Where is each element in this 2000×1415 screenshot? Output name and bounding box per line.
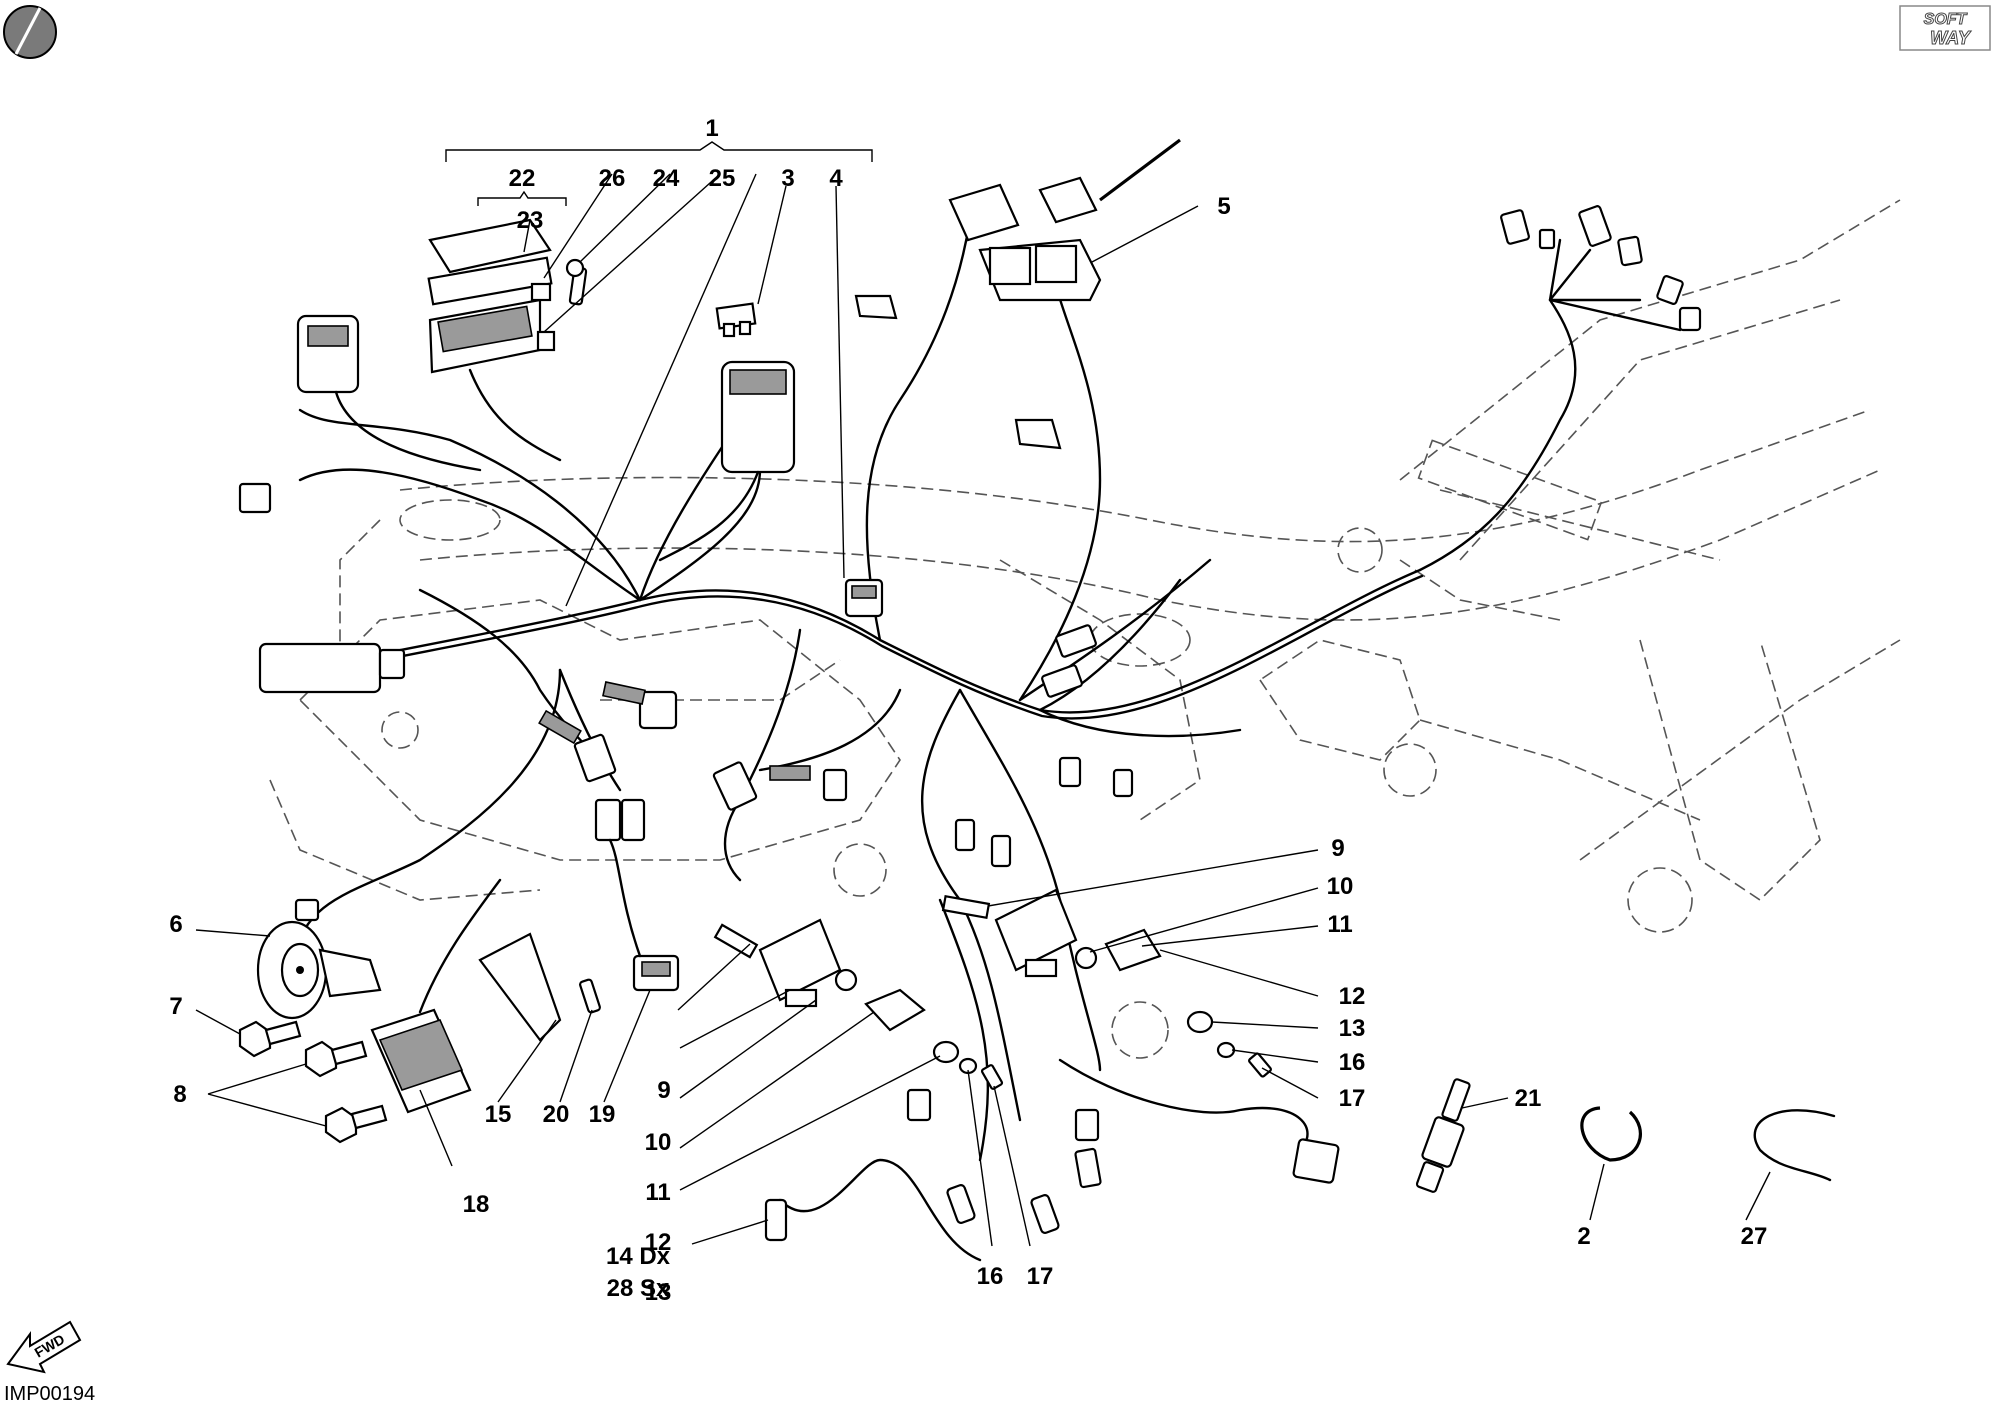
callout-23: 23 — [517, 207, 544, 234]
brand-logo: SOFT WAY — [1899, 5, 1991, 51]
callout-27: 27 — [1741, 1223, 1768, 1250]
screw — [565, 258, 588, 306]
spark-plug-lead — [764, 1184, 1060, 1242]
callout-7: 7 — [169, 993, 182, 1020]
connector-19 — [608, 838, 680, 992]
fuse-box — [427, 218, 562, 462]
callout-21: 21 — [1515, 1085, 1542, 1112]
callout-11-left: 11 — [645, 1179, 670, 1206]
callout-1: 1 — [705, 115, 718, 142]
cable-clamp — [1580, 1106, 1642, 1162]
group-bracket-1 — [445, 141, 873, 162]
cable-tie — [1753, 1109, 1836, 1182]
fuse-clip — [530, 282, 556, 352]
control-unit — [658, 360, 796, 562]
callout-15: 15 — [485, 1101, 512, 1128]
callout-8: 8 — [173, 1081, 186, 1108]
callout-11-right: 11 — [1327, 911, 1352, 938]
fuse — [715, 302, 757, 338]
coil-bracket-left — [864, 988, 926, 1032]
ignition-coil-right — [941, 888, 1098, 978]
callout-28-sx: 28 Sx — [607, 1275, 670, 1302]
spark-plug — [1415, 1078, 1471, 1193]
callout-12-left: 12 — [645, 1229, 672, 1256]
callout-5: 5 — [1217, 193, 1230, 220]
bottom-connectors — [906, 1088, 1340, 1189]
callout-16-right: 16 — [1339, 1049, 1366, 1076]
harness-connector — [844, 578, 884, 618]
callout-18: 18 — [463, 1191, 490, 1218]
terminal-pin — [579, 978, 601, 1014]
callout-17-right: 17 — [1339, 1085, 1366, 1112]
leader-lines — [195, 173, 1771, 1247]
callout-6: 6 — [169, 911, 182, 938]
forward-arrow-icon: FWD — [6, 1320, 82, 1374]
mounting-bracket — [854, 294, 1062, 450]
screw-7 — [238, 1020, 302, 1058]
brand-line1: SOFT — [1924, 11, 1968, 28]
callout-22: 22 — [509, 165, 536, 192]
group-bracket-22 — [477, 190, 567, 206]
regulator-bracket — [478, 932, 562, 1042]
coil-bracket-right — [1104, 928, 1162, 972]
callout-12-right: 12 — [1339, 983, 1366, 1010]
round-emblem-icon — [3, 5, 57, 59]
diagram-code: IMP00194 — [4, 1383, 95, 1405]
relay-left — [296, 314, 482, 472]
screw-8 — [304, 1040, 388, 1144]
callout-4: 4 — [829, 165, 843, 192]
callout-20: 20 — [543, 1101, 570, 1128]
callout-17-bottom: 17 — [1027, 1263, 1054, 1290]
left-harness-connectors — [238, 482, 848, 842]
callout-3: 3 — [781, 165, 794, 192]
callout-25: 25 — [709, 165, 736, 192]
callout-13-right: 13 — [1339, 1015, 1366, 1042]
grommet-13 — [932, 1010, 1214, 1064]
ignition-coil-left — [713, 918, 858, 1008]
main-wiring-harness — [294, 218, 1682, 1262]
callout-19: 19 — [589, 1101, 616, 1128]
callout-14-dx: 14 Dx — [606, 1243, 671, 1270]
callout-16-bottom: 16 — [977, 1263, 1004, 1290]
callout-labels: 1 22 23 26 24 25 3 4 5 6 7 8 9 10 11 12 … — [169, 115, 1767, 1306]
callout-26: 26 — [599, 165, 626, 192]
callout-9-right: 9 — [1331, 835, 1344, 862]
callout-24: 24 — [653, 165, 680, 192]
screw-17 — [980, 1052, 1272, 1090]
brand-line2: WAY — [1930, 28, 1972, 48]
callout-10-left: 10 — [645, 1129, 672, 1156]
callout-2: 2 — [1577, 1223, 1590, 1250]
motorcycle-frame-outline — [269, 199, 1901, 1059]
callout-13-left: 13 — [645, 1279, 672, 1306]
callout-9-left: 9 — [657, 1077, 670, 1104]
callout-10-right: 10 — [1327, 873, 1354, 900]
voltage-regulator — [370, 878, 502, 1114]
relay-box — [948, 138, 1181, 302]
harness-connector-group — [954, 205, 1702, 868]
horn — [256, 898, 382, 1020]
